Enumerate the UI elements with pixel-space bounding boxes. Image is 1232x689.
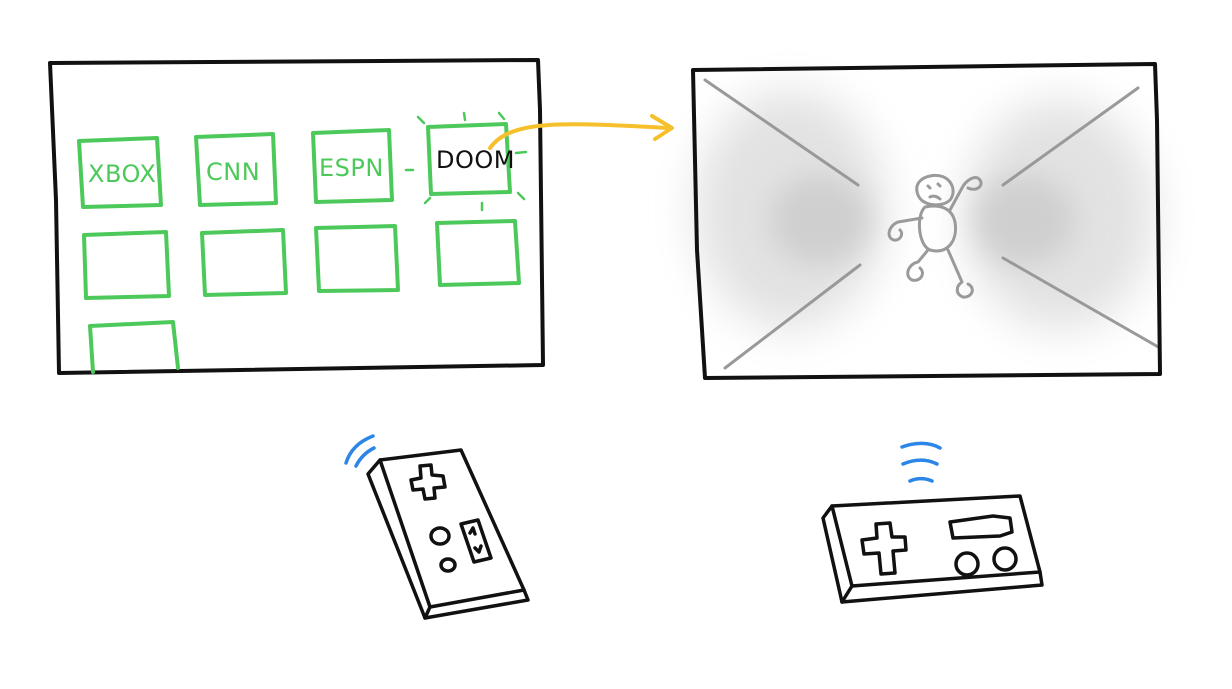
ab-button-panel bbox=[461, 520, 491, 562]
empty-tile[interactable] bbox=[84, 232, 169, 298]
tile-xbox-label: XBOX bbox=[88, 160, 156, 188]
tile-espn-label: ESPN bbox=[319, 154, 384, 182]
dpad-icon bbox=[862, 523, 906, 574]
a-button-mark bbox=[470, 528, 475, 534]
launch-arrow bbox=[490, 116, 672, 148]
wireless-signal-icon bbox=[903, 460, 937, 464]
tile-xbox[interactable]: XBOX bbox=[79, 138, 161, 207]
b-button-mark bbox=[475, 546, 481, 552]
game-tv bbox=[693, 64, 1160, 378]
round-button-icon bbox=[956, 553, 978, 575]
tile-doom-label: DOOM bbox=[436, 146, 515, 174]
empty-tile[interactable] bbox=[202, 230, 286, 295]
tile-espn[interactable]: ESPN bbox=[313, 130, 413, 202]
tile-cnn[interactable]: CNN bbox=[196, 134, 276, 205]
empty-tile[interactable] bbox=[316, 226, 398, 291]
launch-arrow-curve bbox=[490, 124, 668, 148]
menu-tv: XBOX CNN ESPN DOOM bbox=[50, 60, 543, 373]
wireless-signal-icon bbox=[902, 443, 940, 448]
tile-doom[interactable]: DOOM bbox=[418, 113, 526, 210]
start-button-icon bbox=[950, 516, 1012, 538]
game-controller-icon[interactable] bbox=[346, 436, 528, 618]
empty-tile[interactable] bbox=[90, 322, 178, 372]
round-button-icon bbox=[431, 528, 449, 544]
remote-body bbox=[380, 450, 524, 607]
round-button-icon bbox=[994, 548, 1016, 570]
game-controller-icon[interactable] bbox=[823, 443, 1042, 602]
wireless-signal-icon bbox=[910, 479, 932, 481]
tile-cnn-label: CNN bbox=[206, 158, 260, 186]
empty-tile[interactable] bbox=[437, 221, 519, 285]
wireless-signal-icon bbox=[356, 448, 374, 466]
round-button-icon bbox=[441, 559, 455, 571]
dpad-icon bbox=[411, 465, 445, 499]
